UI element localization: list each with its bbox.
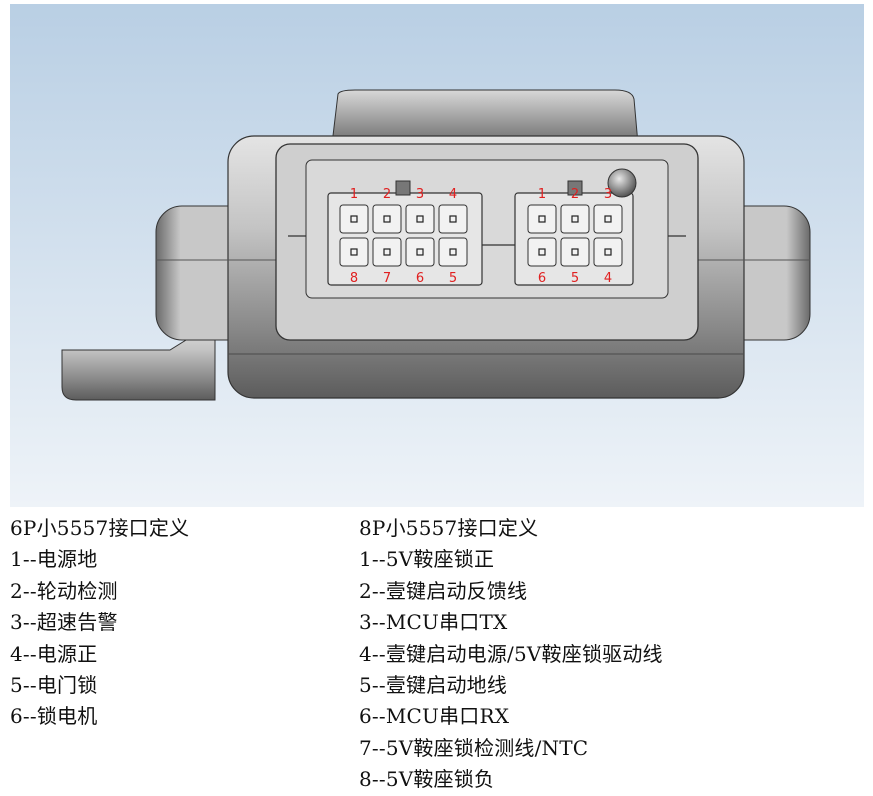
spec-6p-item: 1--电源地 [10,547,98,572]
pin-socket [438,204,468,234]
pin-number-label: 3 [416,187,424,202]
pin-socket [560,237,590,267]
connector-diagram: 1 2 3 4 8 7 6 5 1 2 3 6 5 4 [10,4,864,507]
spec-8p-item: 7--5V鞍座锁检测线/NTC [359,735,589,760]
pin-socket [372,237,402,267]
spec-6p-item: 6--锁电机 [10,704,98,729]
spec-6p-item: 2--轮动检测 [10,578,118,603]
pin-contact [449,215,457,223]
pin-contact [571,215,579,223]
spec-8p: 8P小5557接口定义 1--5V鞍座锁正 2--壹键启动反馈线 3--MCU串口T… [359,513,859,796]
spec-8p-item: 6--MCU串口RX [359,704,510,729]
connector-8p [514,180,634,286]
pin-socket [339,237,369,267]
pin-number-label: 5 [449,271,457,286]
spec-6p-item: 5--电门锁 [10,673,98,698]
pin-socket [593,204,623,234]
pin-contact [538,215,546,223]
pin-number-label: 6 [416,271,424,286]
pin-number-label: 6 [538,271,546,286]
pin-socket [527,237,557,267]
connector-6p [327,180,483,286]
pin-contact [416,248,424,256]
pin-socket [560,204,590,234]
pin-number-label: 2 [571,187,579,202]
pin-socket [339,204,369,234]
mounting-knob [607,168,637,198]
pin-number-label: 1 [538,187,546,202]
pin-number-label: 1 [350,187,358,202]
spec-6p-title: 6P小5557接口定义 [10,516,190,540]
spec-8p-item: 5--壹键启动地线 [359,673,508,698]
pin-number-label: 7 [383,271,391,286]
housing-top-cap [331,89,639,145]
pin-socket [527,204,557,234]
spec-8p-item: 8--5V鞍座锁负 [359,767,495,792]
pin-contact [350,215,358,223]
spec-8p-item: 2--壹键启动反馈线 [359,578,528,603]
spec-8p-item: 3--MCU串口TX [359,610,508,635]
spec-6p-item: 4--电源正 [10,641,98,666]
pin-contact [383,248,391,256]
pin-socket [438,237,468,267]
pin-number-label: 2 [383,187,391,202]
pin-contact [604,215,612,223]
pin-contact [383,215,391,223]
pin-contact [416,215,424,223]
spec-6p-item: 3--超速告警 [10,610,118,635]
pin-contact [449,248,457,256]
pin-number-label: 4 [604,271,612,286]
spec-6p: 6P小5557接口定义 1--电源地 2--轮动检测 3--超速告警 4--电源正 5-… [10,513,340,733]
spec-8p-item: 4--壹键启动电源/5V鞍座锁驱动线 [359,641,663,666]
spec-8p-title: 8P小5557接口定义 [359,516,539,540]
pin-number-label: 3 [604,187,612,202]
pin-contact [538,248,546,256]
spec-8p-item: 1--5V鞍座锁正 [359,547,495,572]
pin-number-label: 5 [571,271,579,286]
pin-contact [604,248,612,256]
pin-number-label: 8 [350,271,358,286]
pin-socket [372,204,402,234]
pin-number-label: 4 [449,187,457,202]
pin-socket [593,237,623,267]
pin-socket [405,237,435,267]
pin-contact [571,248,579,256]
housing-flange [61,321,216,401]
pin-contact [350,248,358,256]
pin-socket [405,204,435,234]
